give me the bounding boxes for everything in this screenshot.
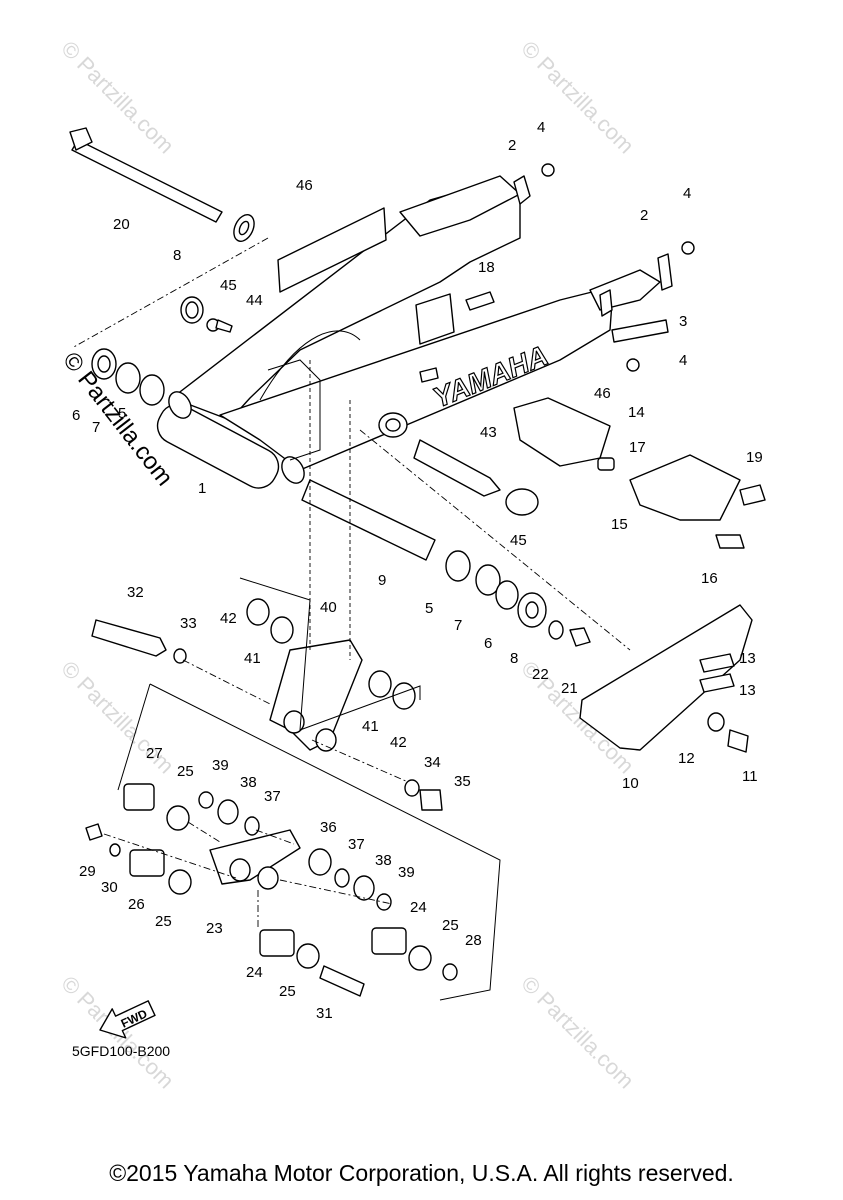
callout-label-l39a: 39: [212, 757, 229, 774]
callout-label-l17: 17: [629, 439, 646, 456]
callout-label-l25b: 25: [155, 913, 172, 930]
callout-label-l8a: 8: [173, 247, 181, 264]
callout-label-l44: 44: [246, 292, 263, 309]
callout-label-l46a: 46: [296, 177, 313, 194]
adjuster-parts-upper: [180, 163, 695, 372]
callout-label-l25d: 25: [279, 983, 296, 1000]
callout-label-l34: 34: [424, 754, 441, 771]
callout-label-l8b: 8: [510, 650, 518, 667]
callout-label-l21: 21: [561, 680, 578, 697]
callout-label-l29: 29: [79, 863, 96, 880]
connecting-rod-parts: [85, 683, 501, 1001]
callout-label-l20: 20: [113, 216, 130, 233]
callout-label-l18: 18: [478, 259, 495, 276]
callout-label-l24a: 24: [410, 899, 427, 916]
callout-label-l1: 1: [198, 480, 206, 497]
callout-label-l12: 12: [678, 750, 695, 767]
callout-label-l42b: 42: [390, 734, 407, 751]
callout-label-l32: 32: [127, 584, 144, 601]
callout-label-l24b: 24: [246, 964, 263, 981]
callout-label-l35: 35: [454, 773, 471, 790]
callout-label-l41a: 41: [244, 650, 261, 667]
callout-label-l30: 30: [101, 879, 118, 896]
sticker-part: [277, 207, 387, 293]
callout-label-l46b: 46: [594, 385, 611, 402]
callout-label-l9: 9: [378, 572, 386, 589]
diagram-code: 5GFD100-B200: [72, 1043, 170, 1059]
callout-label-l25c: 25: [442, 917, 459, 934]
callout-label-l4c: 4: [679, 352, 687, 369]
callout-label-l23: 23: [206, 920, 223, 937]
callout-label-l19: 19: [746, 449, 763, 466]
callout-label-l36: 36: [320, 819, 337, 836]
callout-label-l15: 15: [611, 516, 628, 533]
callout-label-l5a: 5: [118, 405, 126, 422]
watermark: © Partzilla.com: [516, 971, 639, 1094]
callout-label-l5b: 5: [425, 600, 433, 617]
chain-support-part: [579, 604, 753, 753]
watermark-group: © Partzilla.com © Partzilla.com © Partzi…: [56, 36, 639, 1094]
callout-label-l6b: 6: [484, 635, 492, 652]
pivot-shaft-part: [69, 127, 255, 242]
callout-label-l14: 14: [628, 404, 645, 421]
relay-arm-parts: [91, 598, 443, 811]
callout-label-l43: 43: [480, 424, 497, 441]
callout-label-l22: 22: [532, 666, 549, 683]
callout-label-l25a: 25: [177, 763, 194, 780]
callout-label-l13a: 13: [739, 650, 756, 667]
callout-label-l4a: 4: [537, 119, 545, 136]
callout-label-l10: 10: [622, 775, 639, 792]
watermark: © Partzilla.com: [516, 36, 639, 159]
callout-label-l33: 33: [180, 615, 197, 632]
callout-label-l45b: 45: [510, 532, 527, 549]
fwd-label: FWD: [119, 1006, 150, 1030]
callout-label-l37b: 37: [348, 836, 365, 853]
callout-label-l38a: 38: [240, 774, 257, 791]
callout-label-l7b: 7: [454, 617, 462, 634]
callout-label-l6a: 6: [72, 407, 80, 424]
pivot-bearings-left: [91, 348, 165, 406]
callout-label-l41b: 41: [362, 718, 379, 735]
copyright-footer: ©2015 Yamaha Motor Corporation, U.S.A. A…: [109, 1160, 734, 1186]
callout-label-l40: 40: [320, 599, 337, 616]
callout-label-l37a: 37: [264, 788, 281, 805]
callout-label-l26: 26: [128, 896, 145, 913]
callout-label-l45a: 45: [220, 277, 237, 294]
callout-label-l31: 31: [316, 1005, 333, 1022]
callout-label-l42a: 42: [220, 610, 237, 627]
callout-label-l13b: 13: [739, 682, 756, 699]
callout-label-l2b: 2: [640, 207, 648, 224]
callout-label-l38b: 38: [375, 852, 392, 869]
pivot-pipe-and-bearings: [301, 479, 591, 647]
chain-guard-parts: [413, 397, 766, 549]
callout-label-l7a: 7: [92, 419, 100, 436]
callout-label-l4b: 4: [683, 185, 691, 202]
callout-label-l28: 28: [465, 932, 482, 949]
callout-label-l11: 11: [742, 768, 758, 785]
callout-label-l16: 16: [701, 570, 718, 587]
callout-label-l2a: 2: [508, 137, 516, 154]
callout-label-l3: 3: [679, 313, 687, 330]
callout-label-l39b: 39: [398, 864, 415, 881]
callout-label-l27: 27: [146, 745, 163, 762]
